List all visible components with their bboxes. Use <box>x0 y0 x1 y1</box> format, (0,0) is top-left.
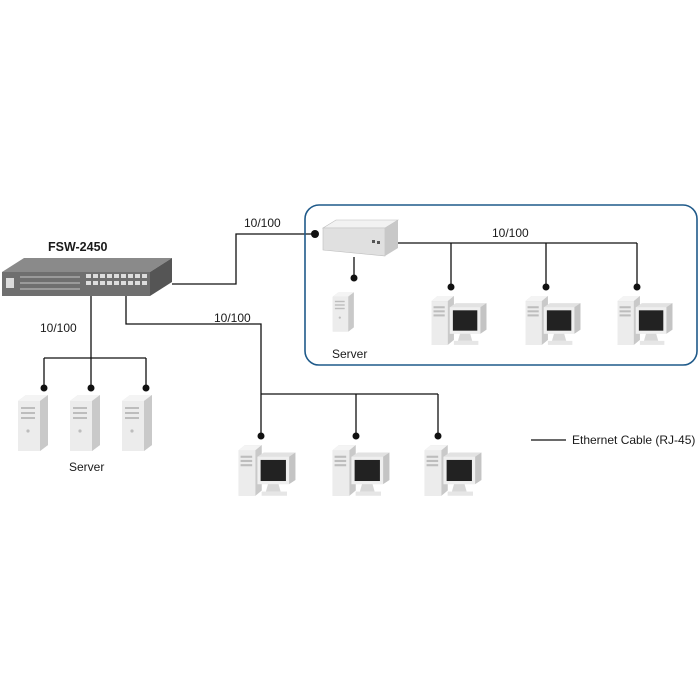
connector-dot <box>352 432 360 440</box>
group-speed-label: 10/100 <box>492 226 529 240</box>
connector-dot <box>447 283 455 291</box>
left-server-1 <box>18 395 48 451</box>
connector-dot <box>87 384 95 392</box>
middle-workstation-3 <box>424 445 482 496</box>
connector-dot <box>434 432 442 440</box>
left-server-2 <box>70 395 100 451</box>
connector-dot <box>142 384 150 392</box>
connector-dot <box>542 283 550 291</box>
group-workstation-3 <box>617 296 673 345</box>
switch-fsw-2450 <box>2 258 172 296</box>
brand-logo-icon <box>6 278 14 288</box>
switch-model-label: FSW-2450 <box>48 240 108 254</box>
group-server <box>332 292 354 332</box>
uplink-connector-dot <box>311 230 319 238</box>
connector-dots <box>40 230 641 440</box>
left-speed-label: 10/100 <box>40 321 77 335</box>
uplink-speed-label: 10/100 <box>244 216 281 230</box>
middle-workstation-1 <box>238 445 296 496</box>
middle-workstation-2 <box>332 445 390 496</box>
middle-branch-cable <box>125 296 262 436</box>
uplink-cable <box>172 233 315 285</box>
connector-dot <box>257 432 265 440</box>
connector-dot <box>350 274 358 282</box>
connector-dot <box>40 384 48 392</box>
ethernet-cables <box>43 233 638 436</box>
connector-dot <box>633 283 641 291</box>
group-workstation-1 <box>431 296 487 345</box>
group-server-label: Server <box>332 347 368 361</box>
left-server-3 <box>122 395 152 451</box>
group-workstation-2 <box>525 296 581 345</box>
lan-group-box <box>304 204 698 366</box>
legend-label: Ethernet Cable (RJ-45) <box>572 433 696 447</box>
group-switch <box>321 219 400 257</box>
left-server-label: Server <box>69 460 105 474</box>
middle-speed-label: 10/100 <box>214 311 251 325</box>
